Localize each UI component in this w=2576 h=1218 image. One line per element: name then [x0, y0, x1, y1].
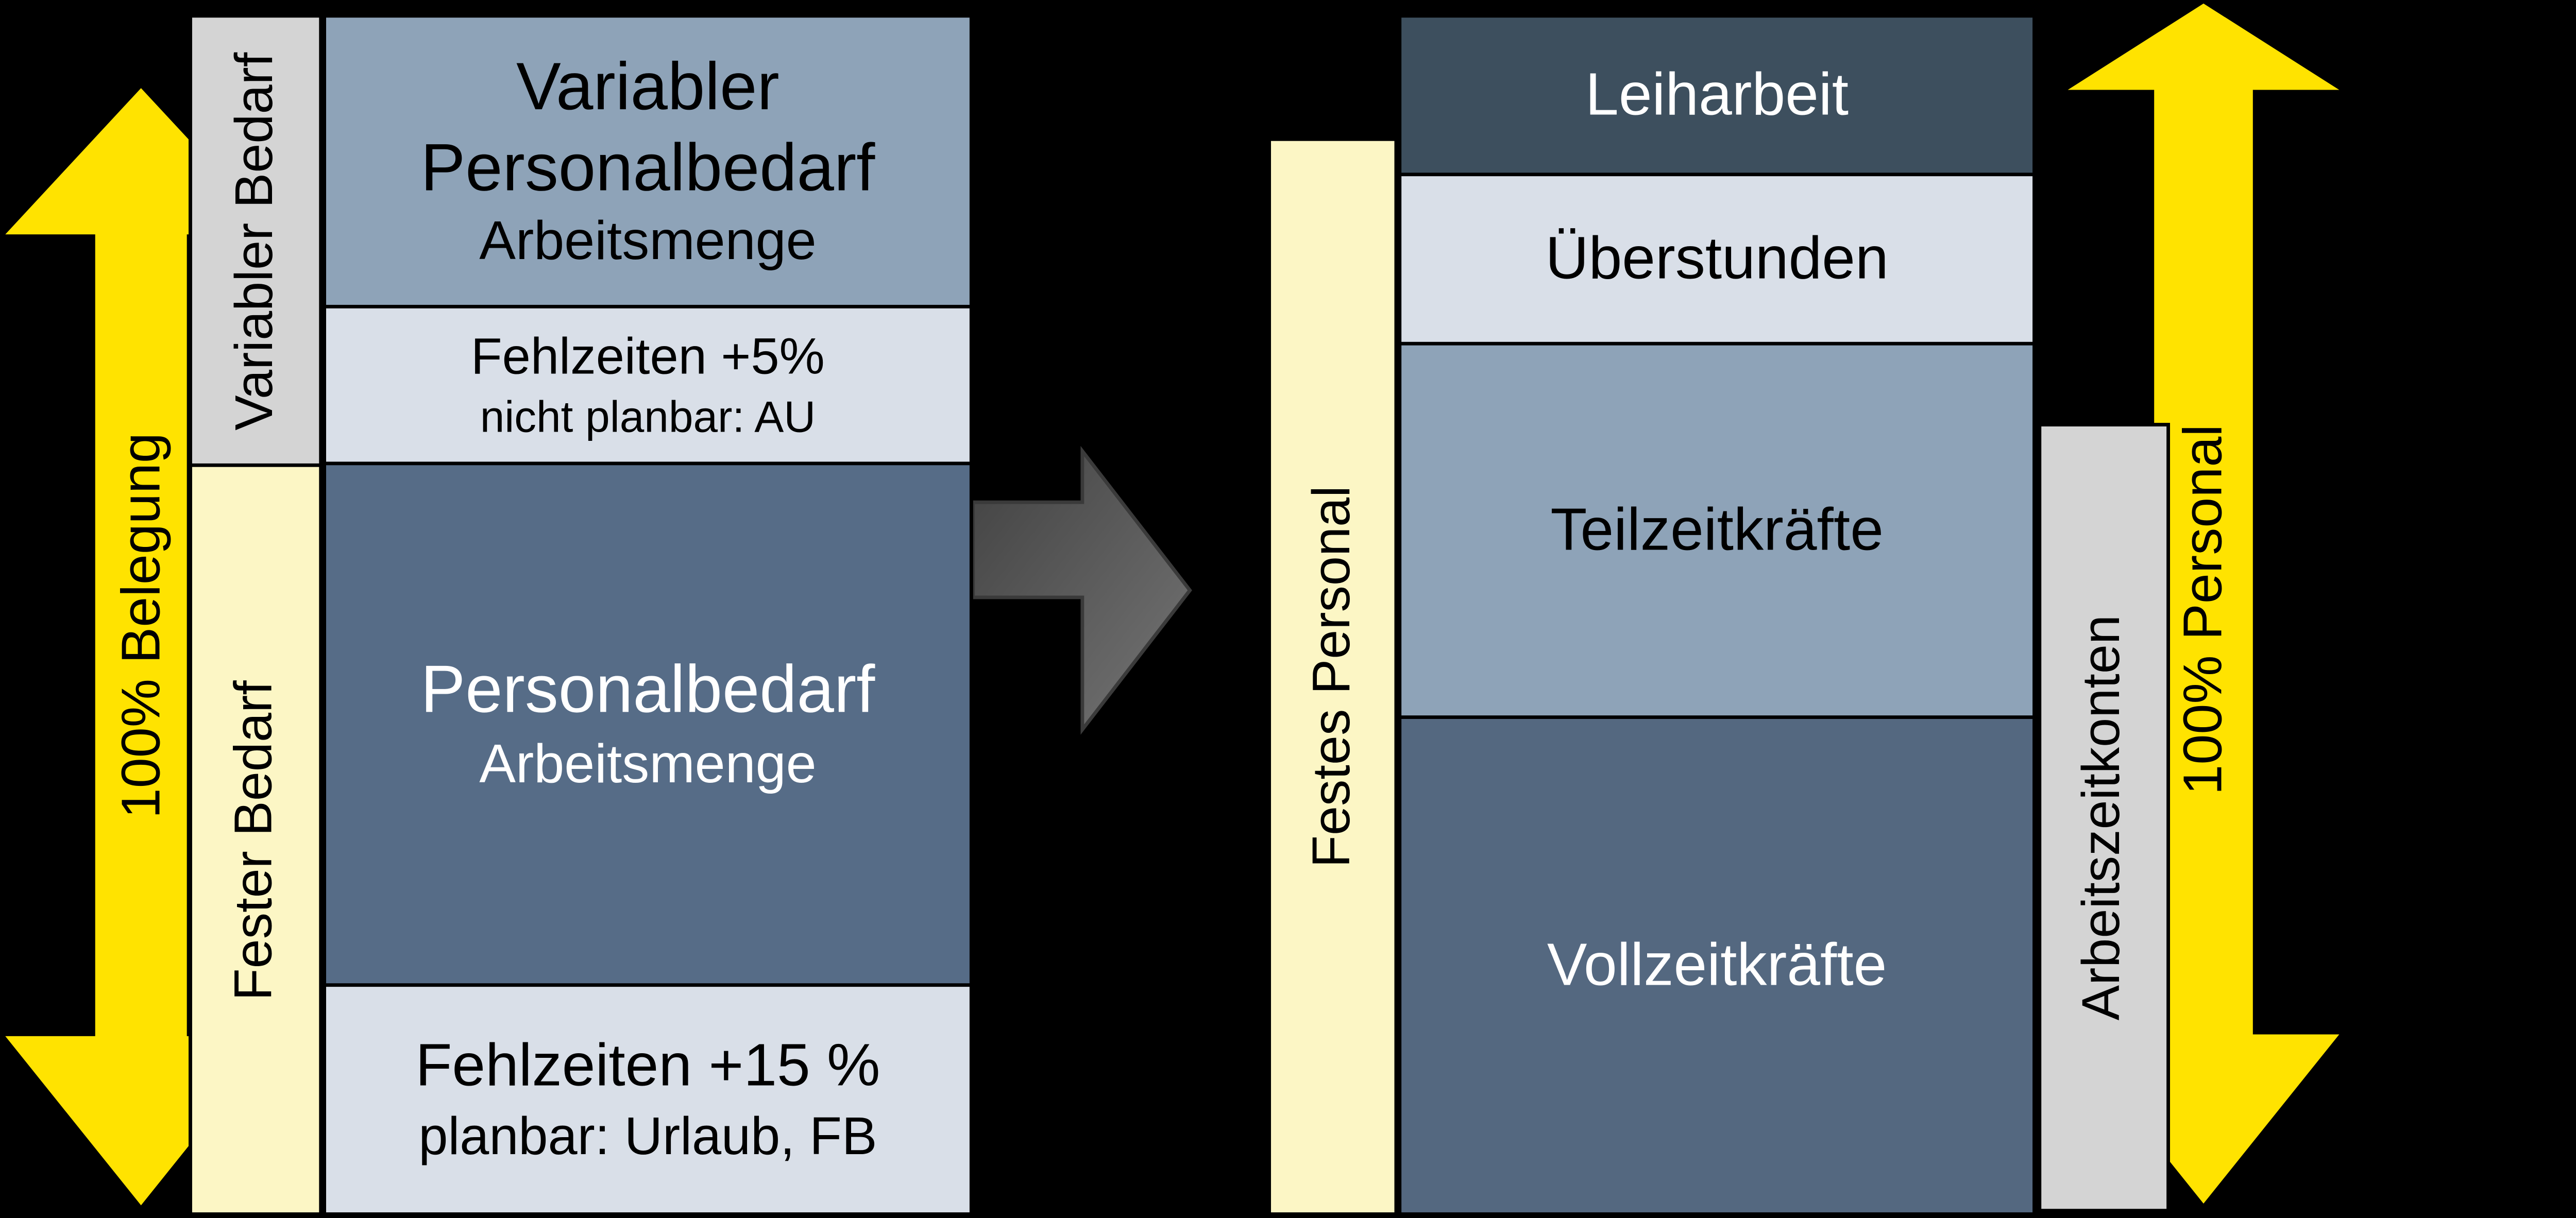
left-category-column: Variabler Bedarf Fester Bedarf — [189, 14, 323, 1216]
left-scale-arrow-label: 100% Belegung — [0, 361, 405, 889]
festes-personal-label: Festes Personal — [1302, 486, 1361, 868]
right-staffing-bar: Leiharbeit Überstunden Teilzeitkräfte Vo… — [1398, 14, 2036, 1216]
right-category-column: Festes Personal — [1267, 137, 1398, 1216]
segment-fehlzeiten-5: Fehlzeiten +5% nicht planbar: AU — [326, 308, 970, 462]
variabler-personalbedarf-subtitle: Arbeitsmenge — [479, 210, 817, 272]
segment-variabler-personalbedarf: Variabler Personalbedarf Arbeitsmenge — [326, 18, 970, 305]
flex-account-column: Arbeitszeitkonten — [2038, 423, 2170, 1213]
left-demand-bar: Variabler Personalbedarf Arbeitsmenge Fe… — [323, 14, 973, 1216]
segment-arbeitszeitkonten: Arbeitszeitkonten — [2041, 426, 2167, 1209]
left-scale-arrow-text: 100% Belegung — [109, 433, 171, 819]
segment-personalbedarf: Personalbedarf Arbeitsmenge — [326, 465, 970, 984]
segment-variabler-bedarf: Variabler Bedarf — [192, 18, 319, 464]
fehlzeiten-15-title: Fehlzeiten +15 % — [415, 1033, 880, 1100]
segment-leiharbeit: Leiharbeit — [1401, 18, 2033, 173]
fehlzeiten-15-subtitle: planbar: Urlaub, FB — [418, 1109, 877, 1168]
right-double-arrow-icon — [2067, 3, 2340, 1204]
ueberstunden-label: Überstunden — [1545, 225, 1889, 292]
right-scale-arrow-label: 100% Personal — [1939, 346, 2468, 874]
segment-fester-bedarf: Fester Bedarf — [192, 467, 319, 1213]
fehlzeiten-5-subtitle: nicht planbar: AU — [480, 392, 816, 442]
transform-right-arrow-icon — [971, 445, 1192, 735]
segment-fehlzeiten-15: Fehlzeiten +15 % planbar: Urlaub, FB — [326, 987, 970, 1213]
fehlzeiten-5-title: Fehlzeiten +5% — [471, 330, 825, 387]
leiharbeit-label: Leiharbeit — [1585, 61, 1849, 128]
right-scale-arrow-text: 100% Personal — [2172, 424, 2234, 795]
personalbedarf-title: Personalbedarf — [420, 654, 875, 729]
personalbedarf-subtitle: Arbeitsmenge — [479, 733, 817, 795]
segment-teilzeitkraefte: Teilzeitkräfte — [1401, 345, 2033, 716]
segment-ueberstunden: Überstunden — [1401, 176, 2033, 342]
teilzeitkraefte-label: Teilzeitkräfte — [1550, 496, 1884, 563]
segment-festes-personal: Festes Personal — [1270, 141, 1395, 1213]
festes-personal-labelwrap: Festes Personal — [1271, 141, 1395, 1212]
vollzeitkraefte-label: Vollzeitkräfte — [1547, 931, 1887, 999]
segment-vollzeitkraefte: Vollzeitkräfte — [1401, 719, 2033, 1213]
left-double-arrow-icon — [5, 88, 277, 1206]
variabler-personalbedarf-title: Variabler Personalbedarf — [420, 51, 875, 206]
